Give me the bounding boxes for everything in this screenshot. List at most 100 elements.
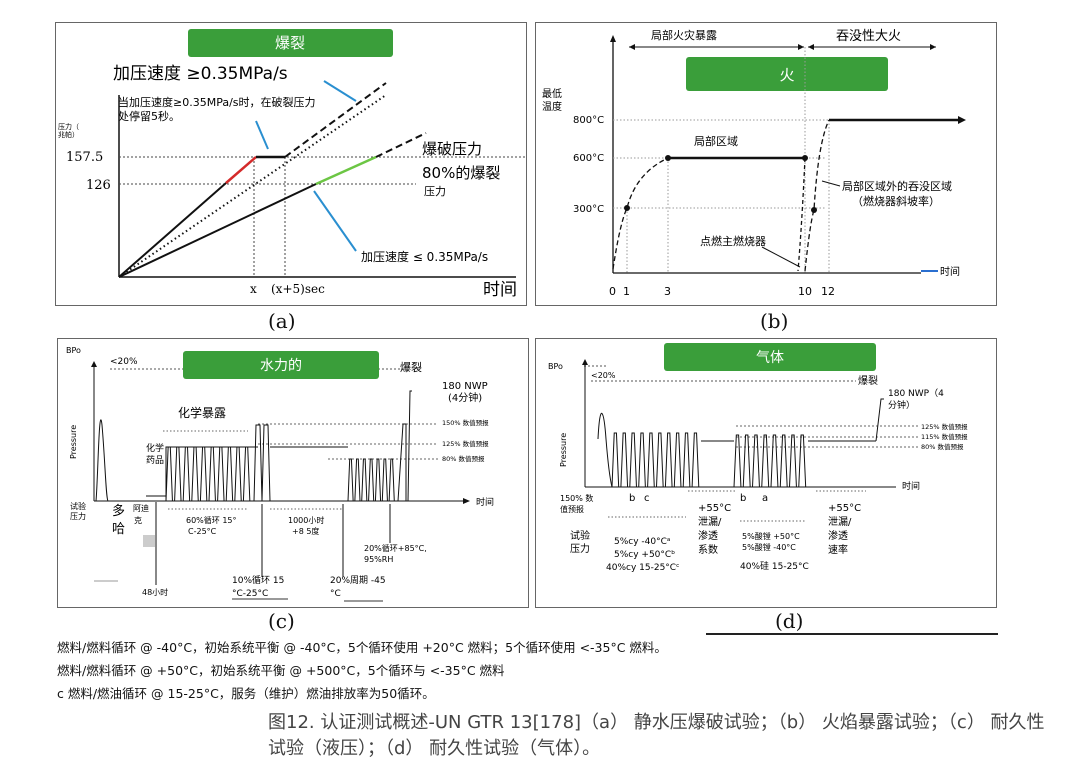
panel-a-chart: 爆裂 加压速度 ≥0.35MPa/s 当加压速度≥0.35MPa/s时，在破裂压… — [58, 29, 526, 300]
ramp-low-dashed — [375, 132, 427, 158]
figure-caption: 图12. 认证测试概述-UN GTR 13[178]（a） 静水压爆破试验；（b… — [268, 712, 1045, 759]
d-leak2-1: +55°C — [828, 503, 861, 514]
c-cycle10-1: 10%循环 15 — [232, 574, 284, 586]
d-bpo: BPo — [548, 362, 563, 371]
c-multi-2: 哈 — [112, 522, 125, 537]
d-cy3: 40%cy 15-25°Cᶜ — [606, 563, 679, 573]
panel-c-chart: BPo <20% 水力的 爆裂 180 NWP (4分钟) 化学暴露 150% … — [66, 346, 494, 602]
y-axis-label-2: 兆帕） — [58, 130, 79, 139]
footnote-a: 燃料/燃料循环 @ -40°C，初始系统平衡 @ -40°C，5个循环使用 +2… — [57, 640, 667, 655]
engulf-area-1: 局部区域外的吞没区域 — [842, 179, 952, 193]
c-proof-spike — [95, 419, 109, 502]
hold-note-2: 处停留5秒。 — [118, 109, 180, 123]
engulf-area-2: （燃烧器斜坡率） — [852, 194, 940, 208]
burst80-label-2: 压力 — [424, 185, 446, 198]
d-cycle-wave-2 — [733, 434, 808, 488]
c-banner — [183, 351, 379, 379]
c-multi-1: 多 — [112, 503, 125, 519]
b-x0: 0 — [609, 285, 616, 298]
d-banner — [664, 343, 876, 371]
c-150-cycles — [253, 424, 271, 502]
d-p150-2: 值预报 — [560, 504, 584, 514]
d-lt20: <20% — [591, 371, 616, 380]
y-tick-126: 126 — [86, 178, 111, 193]
d-y-head — [582, 359, 588, 365]
y-tick-157: 157.5 — [66, 150, 103, 165]
c-p125: 125% 数值预报 — [442, 439, 489, 448]
c-chem-drug-2: 药品 — [146, 455, 164, 466]
c-nwp-1: 180 NWP — [442, 381, 488, 392]
d-b2: b — [740, 493, 746, 504]
engulf-fire-label: 吞没性大火 — [836, 29, 901, 44]
b-x-label: 时间 — [940, 265, 960, 278]
d-time: 时间 — [902, 480, 920, 492]
ramp-black — [118, 182, 227, 278]
panel-a-banner-text: 爆裂 — [275, 34, 305, 52]
tick-300: 300°C — [573, 204, 604, 215]
c-cycle10-2: °C-25°C — [232, 589, 268, 599]
panel-b-fire: 局部火灾暴露 吞没性大火 火 最低 温度 800°C 600°C 300°C 局… — [535, 22, 997, 306]
label-c: (c) — [268, 609, 295, 633]
d-a2: a — [762, 493, 768, 504]
d-leak1-4: 系数 — [698, 543, 718, 556]
panel-b-banner-text: 火 — [779, 66, 794, 84]
arrow-hold — [255, 120, 269, 150]
footnote-c: c 燃料/燃油循环 @ 15-25°C，服务（维护）燃油排放率为50循环。 — [57, 686, 435, 701]
rate-high-label: 加压速度 ≥0.35MPa/s — [113, 64, 288, 84]
c-bpo: BPo — [66, 346, 81, 355]
d-test-2: 压力 — [570, 542, 590, 555]
rate-low-label: 加压速度 ≤ 0.35MPa/s — [361, 249, 488, 264]
d-c1: c — [644, 493, 650, 504]
panel-a-static-burst: 爆裂 加压速度 ≥0.35MPa/s 当加压速度≥0.35MPa/s时，在破裂压… — [55, 22, 527, 306]
d-cy1: 5%cy -40°Cᵃ — [614, 537, 670, 547]
b-x1: 1 — [623, 285, 630, 298]
c-chem-step — [165, 446, 258, 501]
d-cycle-wave-1 — [611, 432, 701, 488]
c-p150: 150% 数值预报 — [442, 418, 489, 427]
panel-b-banner — [686, 57, 888, 91]
d-final-ramp — [875, 398, 884, 442]
c-pressure-label: Pressure — [69, 425, 78, 459]
c-h48: 48小时 — [142, 587, 168, 597]
y-axis-label-1: 压力（ — [58, 122, 79, 131]
ignite-pointer — [761, 246, 801, 268]
b-point-engulf — [811, 207, 817, 213]
c-cycle20-2: 95%RH — [364, 555, 393, 564]
c-period20-1: 20%周期 -45 — [330, 575, 386, 586]
d-nwp-1: 180 NWP（4 — [888, 388, 944, 399]
ignite-label: 点燃主燃烧器 — [700, 234, 766, 248]
d-cy2: 5%cy +50°Cᵇ — [614, 550, 675, 560]
b-x12: 12 — [821, 285, 835, 298]
d-si40: 40%硅 15-25°C — [740, 560, 809, 572]
d-leak1-3: 渗透 — [698, 529, 718, 542]
ramp-low-black — [118, 183, 317, 278]
b-ylabel-2: 温度 — [542, 100, 562, 113]
c-cycle-wave-2 — [347, 458, 396, 502]
c-test-p-1: 试验 — [70, 501, 86, 511]
d-burst-label: 爆裂 — [858, 374, 878, 387]
c-test-p-2: 压力 — [70, 511, 86, 521]
c-banner-text: 水力的 — [260, 358, 302, 374]
local-fire-label: 局部火灾暴露 — [651, 28, 717, 42]
label-b: (b) — [760, 309, 789, 333]
panel-b-chart: 局部火灾暴露 吞没性大火 火 最低 温度 800°C 600°C 300°C 局… — [542, 28, 966, 298]
c-nwp-2: (4分钟) — [448, 391, 482, 404]
d-acid1: 5%酸镗 +50°C — [742, 531, 800, 541]
burst80-label-1: 80%的爆裂 — [422, 164, 500, 182]
x-axis-label: 时间 — [483, 280, 517, 300]
c-h1000-2: +8 5度 — [292, 526, 319, 536]
c-p80: 80% 数值预报 — [442, 454, 485, 463]
x-tick-x5: (x+5)sec — [271, 282, 325, 296]
c-cycle-wave-1 — [165, 446, 252, 502]
c-time: 时间 — [476, 496, 494, 508]
b-x10: 10 — [798, 285, 812, 298]
d-p150-1: 150% 数 — [560, 493, 593, 503]
d-leak1-2: 泄漏/ — [698, 515, 722, 528]
c-chem-exposure: 化学暴露 — [178, 405, 226, 420]
d-test-1: 试验 — [570, 529, 590, 542]
footnote-b: 燃料/燃料循环 @ +50°C，初始系统平衡 @ +500°C，5个循环与 <-… — [57, 663, 505, 678]
b-point-300 — [624, 205, 630, 211]
d-p125: 125% 数值预报 — [921, 422, 968, 431]
label-a: (a) — [268, 309, 296, 333]
d-p80: 80% 数值预报 — [921, 442, 964, 451]
